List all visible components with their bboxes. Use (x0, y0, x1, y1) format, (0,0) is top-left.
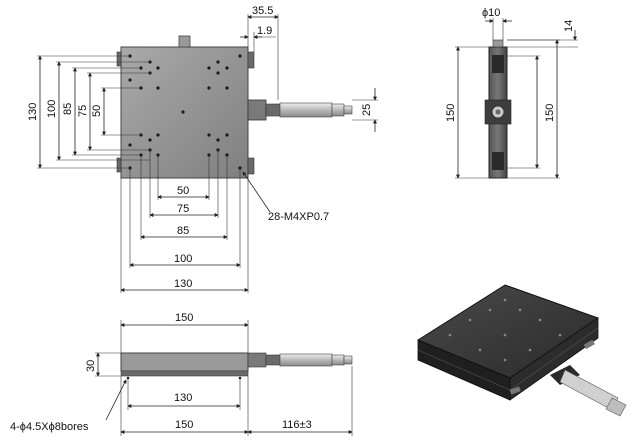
svg-text:75: 75 (77, 105, 89, 117)
dim-diameter-10: ϕ10 (482, 7, 500, 19)
svg-text:85: 85 (62, 103, 74, 115)
isometric-view (416, 284, 627, 417)
svg-text:85: 85 (177, 225, 189, 237)
dim-116: 116±3 (282, 419, 312, 431)
bore-callout: 4-ϕ4.5Xϕ8bores (10, 421, 89, 433)
dim-150-right: 150 (544, 104, 556, 122)
thread-callout: 28-M4XP0.7 (268, 211, 329, 223)
svg-text:50: 50 (177, 185, 189, 197)
front-plate (120, 352, 249, 372)
dim-25: 25 (361, 104, 373, 116)
bottom-dims: 50 75 85 100 130 (120, 150, 249, 293)
dim-150-bottom: 150 (175, 419, 193, 431)
top-knob (178, 35, 191, 48)
dim-35-5: 35.5 (252, 5, 273, 17)
dim-150-top: 150 (175, 312, 193, 324)
svg-text:130: 130 (27, 103, 39, 121)
svg-text:100: 100 (174, 253, 192, 265)
side-view: ϕ10 14 150 150 (445, 7, 578, 179)
dim-14: 14 (563, 20, 575, 32)
top-view: 35.5 1.9 130 100 85 75 50 (27, 5, 378, 293)
left-vertical-dims: 130 100 85 75 50 (27, 55, 150, 169)
dim-130-inner: 130 (174, 392, 192, 404)
svg-text:75: 75 (177, 203, 189, 215)
svg-text:100: 100 (46, 100, 58, 118)
dim-30: 30 (85, 360, 97, 372)
svg-text:50: 50 (91, 105, 103, 117)
dim-1-9: 1.9 (257, 25, 272, 37)
svg-text:130: 130 (174, 278, 192, 290)
dim-150-left: 150 (445, 104, 457, 122)
micrometer-top (247, 99, 353, 121)
front-view: 150 30 130 150 116±3 4-ϕ4.5Xϕ8bores (10, 312, 353, 436)
